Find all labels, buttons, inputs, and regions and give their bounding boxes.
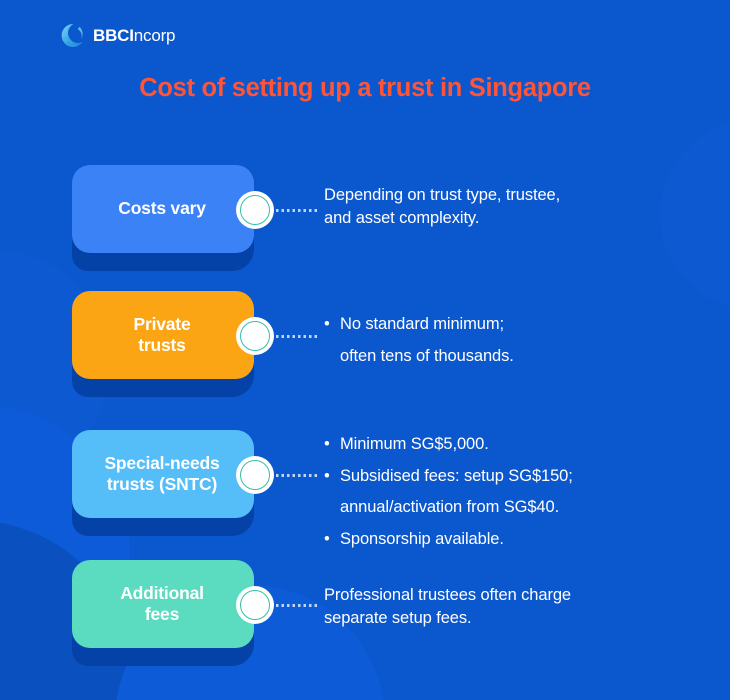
node-marker xyxy=(236,191,274,229)
list-item: • Minimum SG$5,000. xyxy=(324,429,694,461)
list-item-text: Subsidised fees: setup SG$150; annual/ac… xyxy=(340,466,573,517)
bullet-glyph: • xyxy=(324,466,330,485)
bbcincorp-swirl-icon xyxy=(60,22,87,49)
copy-block: • Minimum SG$5,000. • Subsidised fees: set… xyxy=(324,429,694,556)
card-private-trusts[interactable]: Private trusts xyxy=(72,291,254,379)
brand-name-bold: BBCI xyxy=(93,26,134,45)
copy-paragraph: Professional trustees often charge separ… xyxy=(324,586,571,628)
dotted-connector xyxy=(276,474,318,477)
list-item-text: No standard minimum; often tens of thous… xyxy=(340,315,514,365)
card-label: Private trusts xyxy=(133,313,191,355)
node-ring-icon xyxy=(240,195,270,225)
bullet-glyph: • xyxy=(324,435,330,453)
copy-paragraph: Depending on trust type, trustee, and as… xyxy=(324,186,561,228)
card-special-needs-trusts[interactable]: Special-needs trusts (SNTC) xyxy=(72,430,254,518)
node-marker xyxy=(236,317,274,355)
list-item-text: Minimum SG$5,000. xyxy=(340,435,489,453)
dotted-connector xyxy=(276,209,318,212)
node-marker xyxy=(236,586,274,624)
node-ring-icon xyxy=(240,590,270,620)
card-label: Costs vary xyxy=(118,198,206,219)
copy-block: • No standard minimum; often tens of thou… xyxy=(324,309,694,372)
card-additional-fees[interactable]: Additional fees xyxy=(72,560,254,648)
list-item: • No standard minimum; often tens of thou… xyxy=(324,309,694,372)
copy-block: Professional trustees often charge separ… xyxy=(324,584,694,631)
dotted-connector xyxy=(276,604,318,607)
list-item-text: Sponsorship available. xyxy=(340,530,504,549)
list-item: • Subsidised fees: setup SG$150; annual/a… xyxy=(324,461,694,524)
card-wrapper: Special-needs trusts (SNTC) xyxy=(72,430,254,536)
brand-logo[interactable]: BBCIncorp xyxy=(60,22,175,49)
card-label: Additional fees xyxy=(120,582,204,624)
node-marker xyxy=(236,456,274,494)
brand-name: BBCIncorp xyxy=(93,27,175,44)
node-ring-icon xyxy=(240,321,270,351)
bullet-glyph: • xyxy=(324,315,330,333)
card-label: Special-needs trusts (SNTC) xyxy=(104,452,220,494)
card-wrapper: Additional fees xyxy=(72,560,254,666)
copy-block: Depending on trust type, trustee, and as… xyxy=(324,184,694,231)
card-wrapper: Private trusts xyxy=(72,291,254,397)
copy-bullet-list: • Minimum SG$5,000. • Subsidised fees: set… xyxy=(324,429,694,556)
card-costs-vary[interactable]: Costs vary xyxy=(72,165,254,253)
brand-name-light: ncorp xyxy=(133,26,176,45)
copy-bullet-list: • No standard minimum; often tens of thou… xyxy=(324,309,694,372)
card-wrapper: Costs vary xyxy=(72,165,254,271)
bullet-glyph: • xyxy=(324,530,330,549)
list-item: • Sponsorship available. xyxy=(324,524,694,556)
page-title: Cost of setting up a trust in Singapore xyxy=(139,74,591,102)
node-ring-icon xyxy=(240,460,270,490)
dotted-connector xyxy=(276,335,318,338)
